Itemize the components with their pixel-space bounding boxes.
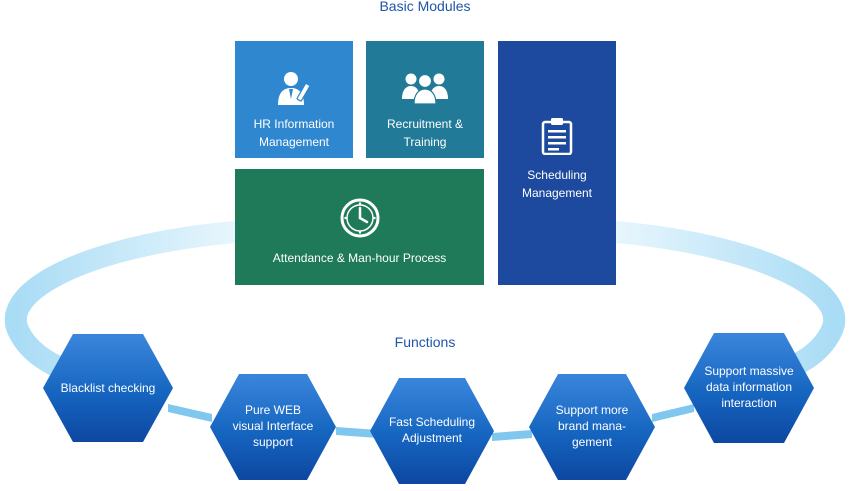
function-hex-massive-data-interaction[interactable]: Support massive data information interac… [682, 331, 816, 445]
hexagon-shape [43, 334, 173, 442]
functions-title: Functions [394, 334, 456, 350]
function-hex-pure-web-interface[interactable]: Pure WEB visual Interface support [208, 372, 338, 482]
function-hex-brand-management[interactable]: Support more brand mana- gement [527, 372, 657, 482]
function-label: Fast Scheduling Adjustment [388, 415, 476, 445]
hexagon-shape [529, 374, 655, 480]
group-icon [402, 73, 448, 105]
tile-attendance-man-hour-process[interactable]: Attendance & Man-hour Process [235, 169, 484, 285]
hexagon-shape [210, 374, 336, 480]
tile-label: HR Information Management [253, 117, 335, 149]
clipboard-icon [541, 118, 573, 155]
hr-person-icon [278, 72, 311, 105]
tile-label: Attendance & Man-hour Process [272, 251, 447, 265]
function-label: Blacklist checking [60, 381, 156, 395]
hexagon-shape [684, 333, 814, 443]
tile-scheduling-management[interactable]: Scheduling Management [498, 41, 616, 285]
tile-hr-information-management[interactable]: HR Information Management [235, 41, 353, 158]
function-label: Pure WEB visual Interface support [232, 403, 314, 449]
function-hex-blacklist-checking[interactable]: Blacklist checking [41, 332, 175, 444]
clock-icon [340, 198, 379, 238]
hexagon-shape [370, 378, 494, 484]
tile-recruitment-training[interactable]: Recruitment & Training [366, 41, 484, 158]
connector [336, 427, 378, 438]
function-hex-fast-scheduling-adjustment[interactable]: Fast Scheduling Adjustment [368, 376, 496, 486]
tile-label: Recruitment & Training [386, 117, 464, 149]
connector [492, 430, 532, 441]
connector [652, 404, 694, 422]
basic-modules-title: Basic Modules [379, 0, 471, 14]
function-label: Support massive data information interac… [704, 364, 794, 410]
function-label: Support more brand mana- gement [555, 403, 629, 449]
connector [168, 404, 212, 422]
tile-label: Scheduling Management [521, 168, 593, 200]
